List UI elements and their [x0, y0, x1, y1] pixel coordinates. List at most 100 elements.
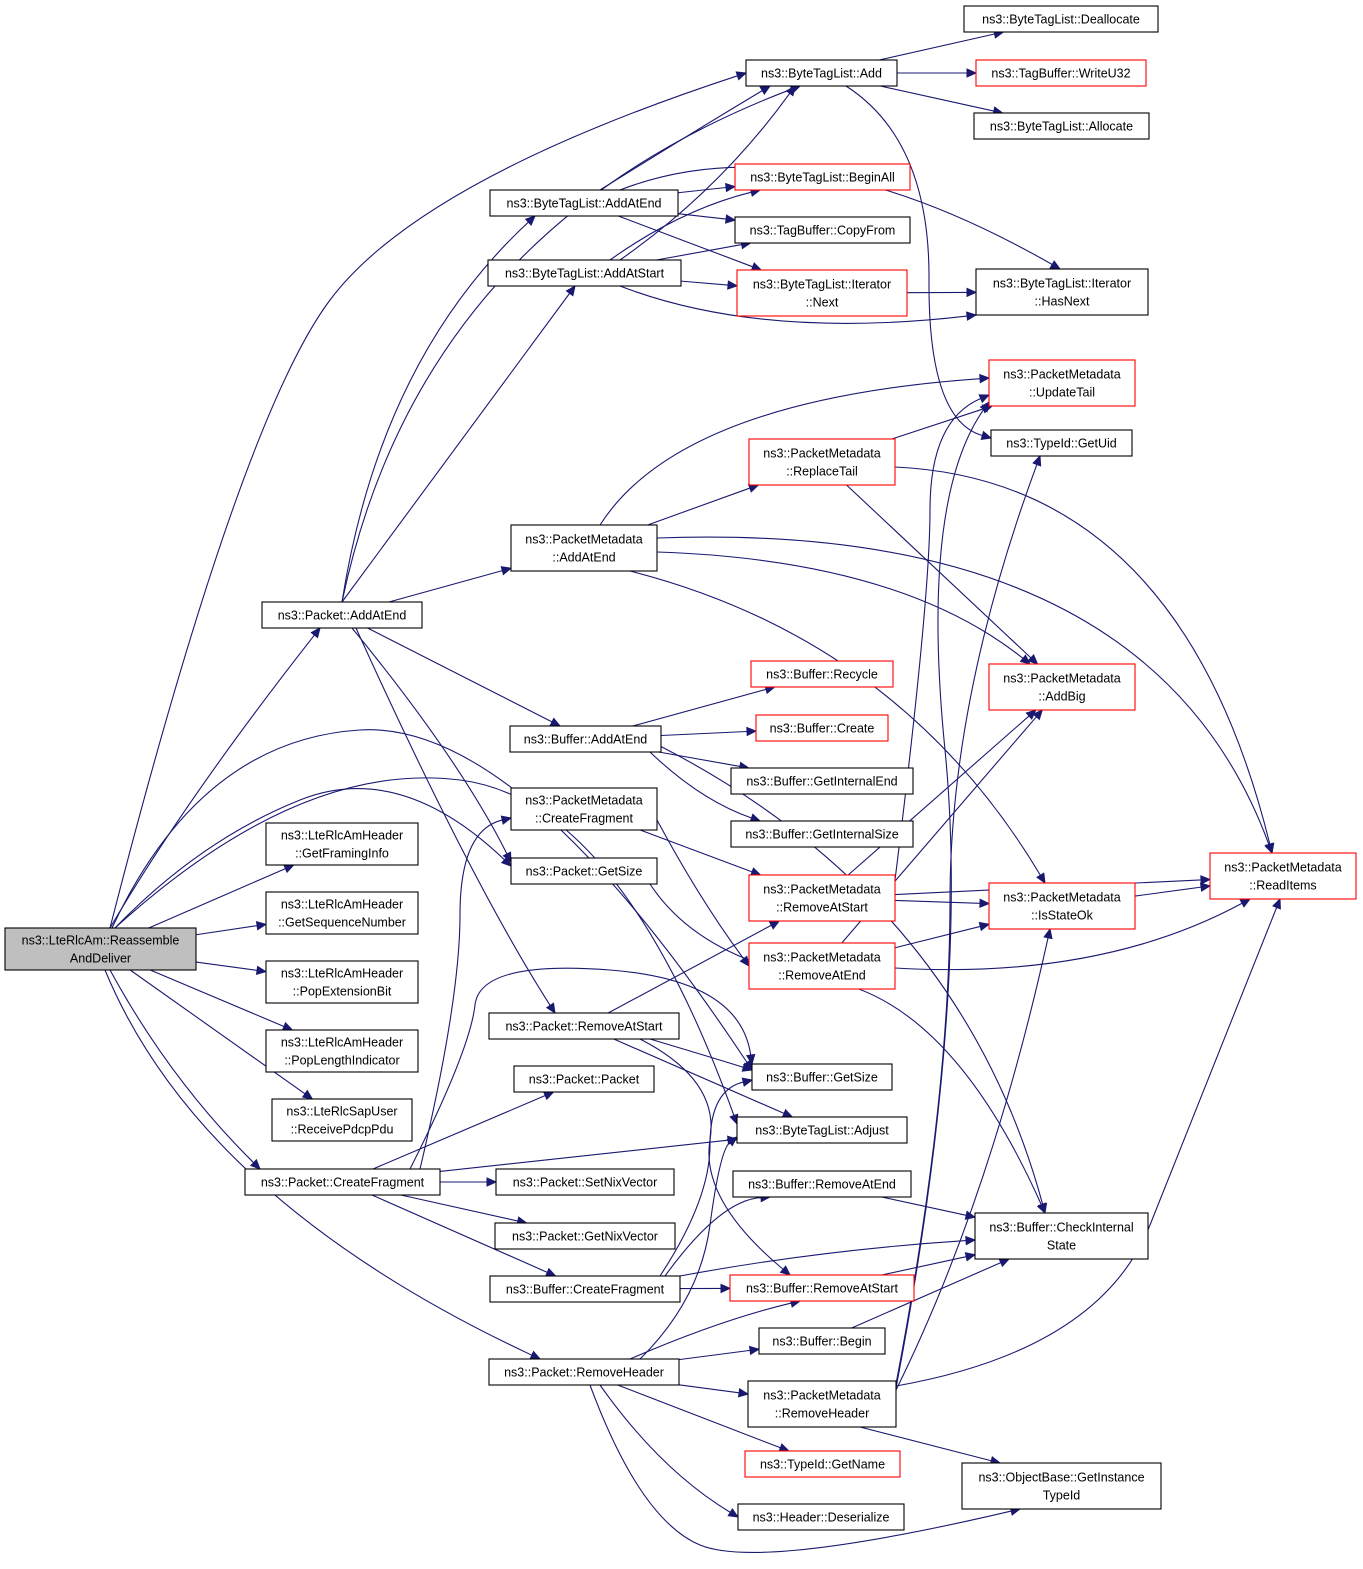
edge-pm_removeheader-to-pm_readitems	[895, 897, 1281, 1387]
node-pm-readitems[interactable]: ns3::PacketMetadata::ReadItems	[1209, 852, 1357, 900]
node-pkt-getnix[interactable]: ns3::Packet::GetNixVector	[494, 1222, 676, 1250]
node-sap-receive[interactable]: ns3::LteRlcSapUser::ReceivePdcpPdu	[271, 1098, 413, 1142]
arrowhead-icon	[1032, 709, 1044, 721]
node-buf-create[interactable]: ns3::Buffer::Create	[755, 714, 889, 742]
node-hdr-poplen[interactable]: ns3::LteRlcAmHeader::PopLengthIndicator	[265, 1029, 419, 1073]
node-buf-createfrag[interactable]: ns3::Buffer::CreateFragment	[489, 1275, 681, 1303]
node-btl-beginall[interactable]: ns3::ByteTagList::BeginAll	[734, 163, 911, 191]
node-btl-addatend[interactable]: ns3::ByteTagList::AddAtEnd	[489, 189, 679, 217]
node-tid-getuid[interactable]: ns3::TypeId::GetUid	[990, 429, 1133, 457]
edge-pkt_addatend-to-btl_addatstart	[341, 285, 576, 603]
node-pm-createfrag[interactable]: ns3::PacketMetadata::CreateFragment	[510, 787, 658, 831]
edge-btl_addatstart-to-tb_copyfrom	[656, 239, 752, 261]
arrowhead-icon	[979, 373, 991, 384]
edge-btl_add-to-tid_getuid	[845, 85, 993, 440]
node-tid-getname[interactable]: ns3::TypeId::GetName	[744, 1450, 901, 1478]
node-buf-recycle[interactable]: ns3::Buffer::Recycle	[750, 660, 894, 688]
arrowhead-icon	[1043, 927, 1053, 940]
edge-root-to-sap_receive	[129, 969, 314, 1100]
arrowhead-icon	[524, 215, 536, 226]
edge-pkt_removeheader-to-pm_removeheader	[678, 1384, 750, 1398]
node-pm-isstateok[interactable]: ns3::PacketMetadata::IsStateOk	[988, 882, 1136, 930]
node-buf-addatend[interactable]: ns3::Buffer::AddAtEnd	[509, 725, 662, 753]
node-btl-iter-hasnext[interactable]: ns3::ByteTagList::Iterator::HasNext	[975, 268, 1149, 316]
edge-pm_removeatstart-to-pm_updatetail	[894, 394, 991, 881]
edge-buf_removeatend-to-buf_checkinternal	[881, 1196, 977, 1220]
node-label: ns3::Buffer::CreateFragment	[506, 1283, 665, 1297]
node-btl-adjust[interactable]: ns3::ByteTagList::Adjust	[736, 1116, 908, 1144]
node-pm-addatend[interactable]: ns3::PacketMetadata::AddAtEnd	[510, 524, 658, 572]
arrowhead-icon	[978, 921, 991, 932]
arrowhead-icon	[727, 1508, 740, 1518]
node-pm-addbig[interactable]: ns3::PacketMetadata::AddBig	[988, 663, 1136, 711]
node-pm-removeatstart[interactable]: ns3::PacketMetadata::RemoveAtStart	[748, 874, 896, 922]
edge-root-to-pkt_addatend	[109, 627, 321, 929]
node-buf-begin[interactable]: ns3::Buffer::Begin	[758, 1327, 886, 1355]
node-buf-getinternalsize[interactable]: ns3::Buffer::GetInternalSize	[730, 820, 914, 848]
edge-root-to-pkt_getsize	[114, 788, 512, 929]
edge-pm_addatend-to-pm_updatetail	[599, 373, 991, 526]
edge-btl_add-to-tb_writeu32	[897, 68, 978, 78]
node-btl-iter-next[interactable]: ns3::ByteTagList::Iterator::Next	[736, 269, 908, 317]
node-hdr-seq[interactable]: ns3::LteRlcAmHeader::GetSequenceNumber	[265, 891, 419, 935]
node-label: ns3::Buffer::RemoveAtEnd	[748, 1178, 896, 1192]
node-pkt-createfrag[interactable]: ns3::Packet::CreateFragment	[244, 1168, 441, 1196]
edge-buf_createfrag-to-buf_checkinternal	[679, 1235, 977, 1277]
edge-btl_addatend-to-btl_beginall	[677, 182, 737, 194]
arrowhead-icon	[565, 285, 576, 297]
node-pm-removeheader[interactable]: ns3::PacketMetadata::RemoveHeader	[747, 1380, 897, 1428]
node-buf-getinternalend[interactable]: ns3::Buffer::GetInternalEnd	[730, 767, 914, 795]
edge-pkt_addatend-to-pm_addatend	[388, 566, 513, 603]
node-pkt-addatend[interactable]: ns3::Packet::AddAtEnd	[261, 601, 423, 629]
node-pm-removeatend[interactable]: ns3::PacketMetadata::RemoveAtEnd	[748, 942, 896, 990]
edge-root-to-hdr_popext	[195, 961, 268, 976]
nodes-layer: ns3::LteRlcAm::ReassembleAndDeliverns3::…	[4, 5, 1357, 1531]
arrowhead-icon	[965, 1235, 977, 1246]
node-pm-updatetail[interactable]: ns3::PacketMetadata::UpdateTail	[988, 359, 1136, 407]
node-label: ns3::TagBuffer::CopyFrom	[750, 224, 896, 238]
arrowhead-icon	[980, 430, 993, 440]
node-label: ns3::LteRlcAmHeader	[281, 898, 403, 912]
node-pkt-packet[interactable]: ns3::Packet::Packet	[513, 1065, 655, 1093]
edge-pkt_createfrag-to-pkt_setnix	[440, 1177, 498, 1187]
arrowhead-icon	[748, 1345, 761, 1356]
arrowhead-icon	[759, 85, 772, 95]
node-label: ::ReceivePdcpPdu	[291, 1123, 394, 1137]
node-btl-alloc[interactable]: ns3::ByteTagList::Allocate	[973, 112, 1150, 140]
node-label: ns3::Buffer::RemoveAtStart	[746, 1282, 898, 1296]
node-pkt-setnix[interactable]: ns3::Packet::SetNixVector	[495, 1168, 675, 1196]
node-pkt-getsize[interactable]: ns3::Packet::GetSize	[510, 857, 658, 885]
arrowhead-icon	[1019, 654, 1031, 665]
node-label: ::ReadItems	[1249, 879, 1316, 893]
node-label: ns3::ByteTagList::Deallocate	[982, 13, 1140, 27]
arrowhead-icon	[735, 71, 748, 81]
node-tb-writeu32[interactable]: ns3::TagBuffer::WriteU32	[975, 59, 1147, 87]
node-label: ns3::TypeId::GetName	[760, 1458, 885, 1472]
node-hdr-framing[interactable]: ns3::LteRlcAmHeader::GetFramingInfo	[265, 822, 419, 866]
node-label: ::RemoveAtStart	[776, 901, 868, 915]
node-btl-addatstart[interactable]: ns3::ByteTagList::AddAtStart	[487, 259, 682, 287]
node-label: ::GetFramingInfo	[295, 847, 389, 861]
node-tb-copyfrom[interactable]: ns3::TagBuffer::CopyFrom	[734, 216, 911, 244]
node-pkt-removeheader[interactable]: ns3::Packet::RemoveHeader	[488, 1358, 680, 1386]
node-pm-replacetail[interactable]: ns3::PacketMetadata::ReplaceTail	[748, 438, 896, 486]
edge-pm_replacetail-to-pm_readitems	[894, 466, 1275, 855]
node-buf-removeatstart[interactable]: ns3::Buffer::RemoveAtStart	[729, 1274, 915, 1302]
node-hdr-deserialize[interactable]: ns3::Header::Deserialize	[737, 1503, 905, 1531]
node-label: ::RemoveHeader	[775, 1407, 870, 1421]
node-label: ns3::ByteTagList::Add	[761, 67, 882, 81]
arrowhead-icon	[741, 1077, 754, 1087]
edge-btl_addatstart-to-btl_iter_hasnext	[619, 285, 978, 324]
node-btl-dealloc[interactable]: ns3::ByteTagList::Deallocate	[963, 5, 1159, 33]
node-pkt-removeatstart[interactable]: ns3::Packet::RemoveAtStart	[488, 1012, 680, 1040]
node-buf-getsize[interactable]: ns3::Buffer::GetSize	[751, 1063, 893, 1091]
arrowhead-icon	[720, 1283, 732, 1294]
edge-pkt_removeheader-to-hdr_deserialize	[599, 1384, 740, 1518]
node-btl-add[interactable]: ns3::ByteTagList::Add	[745, 59, 898, 87]
node-hdr-popext[interactable]: ns3::LteRlcAmHeader::PopExtensionBit	[265, 960, 419, 1004]
node-buf-removeatend[interactable]: ns3::Buffer::RemoveAtEnd	[732, 1170, 912, 1198]
edge-pkt_addatend-to-buf_addatend	[367, 627, 562, 727]
